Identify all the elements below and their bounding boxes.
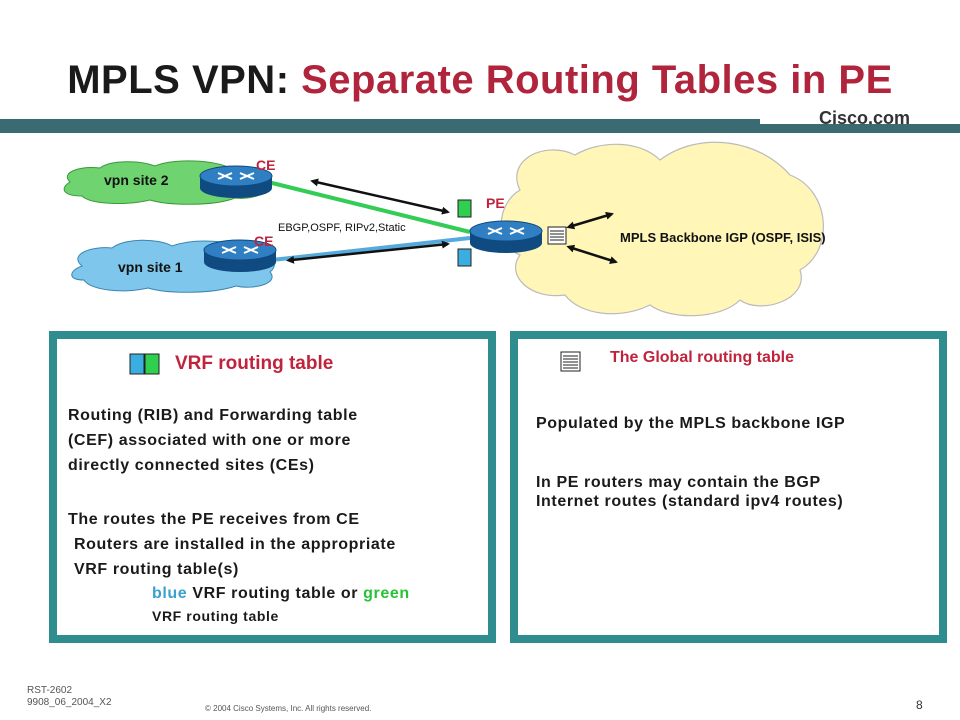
- footer-session-code: RST-2602 9908_06_2004_X2: [27, 685, 112, 709]
- vrf-table-icon: [129, 353, 160, 375]
- vrf-routes-line: The routes the PE receives from CE: [68, 511, 360, 528]
- footer-page-number: 8: [916, 698, 923, 712]
- network-diagram: vpn site 2 vpn site 1 CE CE PE EBGP,OSPF…: [63, 141, 826, 317]
- global-desc-line: In PE routers may contain the BGP: [536, 474, 821, 491]
- arrow-pe-backbone-down: [566, 244, 618, 264]
- vrf-desc-line: directly connected sites (CEs): [68, 457, 315, 474]
- global-routing-table-panel: The Global routing table Populated by th…: [510, 331, 947, 643]
- router-ce-bottom: [203, 239, 277, 272]
- vrf-description: Routing (RIB) and Forwarding table (CEF)…: [68, 403, 488, 478]
- global-description-2: In PE routers may contain the BGP Intern…: [536, 473, 843, 511]
- slide-title: MPLS VPN: Separate Routing Tables in PE: [0, 58, 960, 103]
- vrf-color-middle: VRF routing table or: [187, 585, 364, 602]
- vrf-routes-line: VRF routing table(s): [74, 561, 239, 578]
- footer-code-line: RST-2602: [27, 685, 73, 696]
- global-table-panel-icon: [560, 351, 581, 372]
- vrf-desc-line: Routing (RIB) and Forwarding table: [68, 407, 358, 424]
- brand-backdrop: [760, 100, 960, 124]
- backbone-cloud: [500, 141, 824, 317]
- arrow-ce1-pe: [286, 240, 450, 264]
- global-table-icon: [547, 226, 567, 245]
- backbone-label: MPLS Backbone IGP (OSPF, ISIS): [620, 230, 826, 245]
- blue-vrf-table-icon: [457, 248, 472, 267]
- router-pe: [469, 220, 543, 253]
- footer-copyright: © 2004 Cisco Systems, Inc. All rights re…: [205, 704, 372, 713]
- vrf-routing-table-panel: VRF routing table Routing (RIB) and Forw…: [49, 331, 496, 643]
- footer-code-line: 9908_06_2004_X2: [27, 697, 112, 708]
- vrf-routes-text: The routes the PE receives from CE Route…: [68, 507, 493, 582]
- site2-label: vpn site 2: [104, 172, 169, 188]
- pe-label: PE: [486, 195, 505, 211]
- router-ce-top: [199, 165, 273, 198]
- global-panel-title: The Global routing table: [610, 349, 794, 366]
- brand-logo-text: Cisco.com: [818, 108, 910, 128]
- site1-label: vpn site 1: [118, 259, 183, 275]
- header-band: [0, 119, 960, 133]
- vrf-desc-line: (CEF) associated with one or more: [68, 432, 351, 449]
- vrf-panel-title: VRF routing table: [175, 353, 334, 374]
- title-prefix: MPLS VPN:: [67, 58, 302, 102]
- arrow-pe-backbone-up: [566, 211, 614, 230]
- green-vrf-table-icon: [457, 199, 472, 218]
- global-description-1: Populated by the MPLS backbone IGP: [536, 415, 846, 432]
- vrf-color-note: blue VRF routing table or green VRF rout…: [152, 583, 410, 627]
- link-ce1-pe: [271, 236, 471, 262]
- ce-top-label: CE: [256, 157, 275, 173]
- blue-word: blue: [152, 585, 188, 602]
- title-highlight: Separate Routing Tables in PE: [301, 58, 893, 102]
- green-word: green: [363, 585, 410, 602]
- global-desc-line: Internet routes (standard ipv4 routes): [536, 493, 844, 510]
- vrf-routes-line: Routers are installed in the appropriate: [74, 536, 396, 553]
- arrow-ce2-pe: [310, 178, 450, 215]
- vrf-color-last: VRF routing table: [152, 608, 279, 624]
- ce-bottom-label: CE: [254, 233, 273, 249]
- vrf-color-line: blue VRF routing table or green: [152, 583, 410, 605]
- protocols-label: EBGP,OSPF, RIPv2,Static: [278, 222, 406, 234]
